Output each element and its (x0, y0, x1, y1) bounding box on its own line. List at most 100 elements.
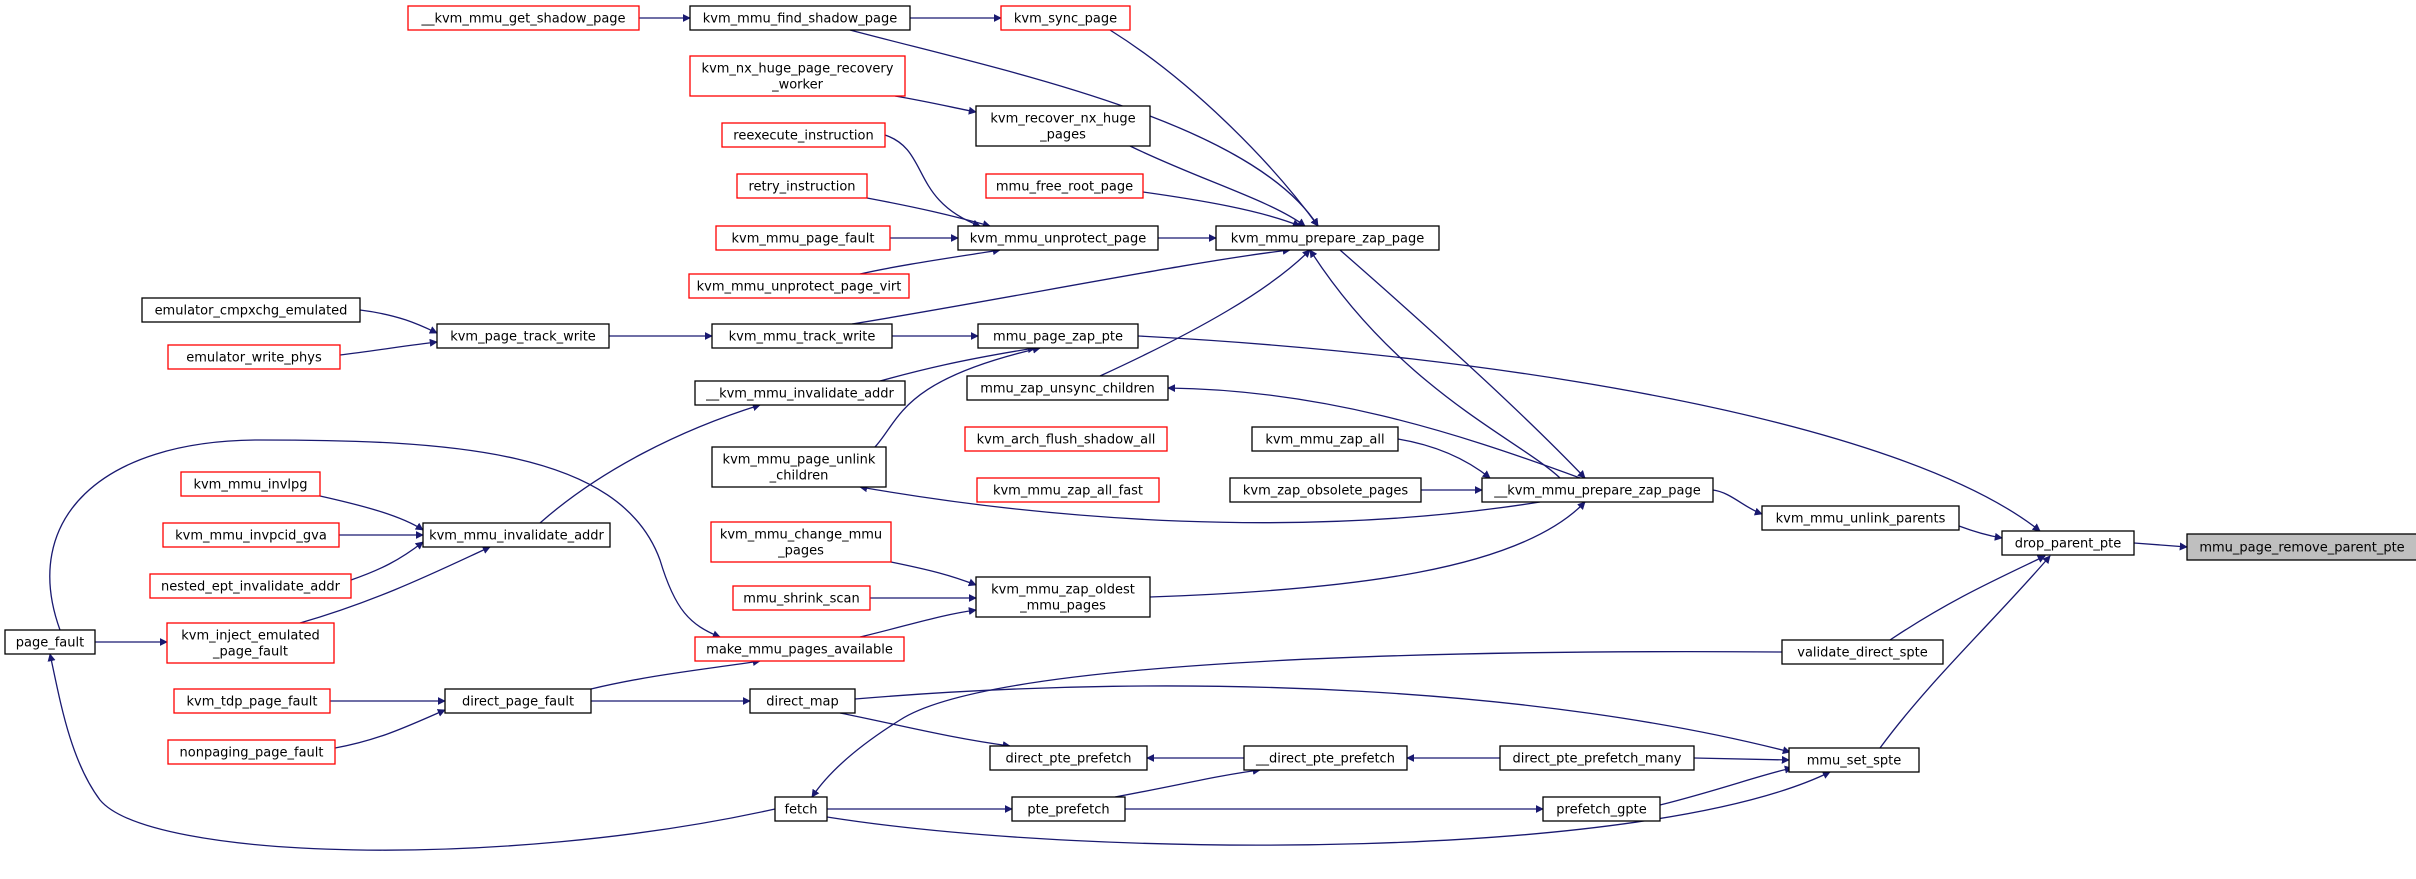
node-kvm-mmu-invpcid-gva[interactable]: kvm_mmu_invpcid_gva (162, 522, 340, 548)
edge-fetch-to-page_fault (47, 653, 776, 851)
node-label: make_mmu_pages_available (706, 643, 893, 658)
edge-__kvm_mmu_prepare_zap_page-to-kvm_mmu_page_unlink_children (859, 484, 1541, 524)
node-kvm-mmu-find-shadow-page[interactable]: kvm_mmu_find_shadow_page (689, 5, 911, 31)
node-kvm-mmu-page-fault[interactable]: kvm_mmu_page_fault (715, 225, 891, 251)
node-pte-prefetch[interactable]: pte_prefetch (1011, 796, 1126, 822)
node-kvm-mmu-zap-all-fast[interactable]: kvm_mmu_zap_all_fast (976, 477, 1160, 503)
node-label: mmu_page_zap_pte (993, 330, 1123, 345)
edge-kvm_mmu_zap_all-to-__kvm_mmu_prepare_zap_page (1397, 438, 1491, 479)
node-mmu-free-root-page[interactable]: mmu_free_root_page (985, 173, 1144, 199)
node---kvm-mmu-invalidate-addr[interactable]: __kvm_mmu_invalidate_addr (694, 380, 906, 406)
node-label: kvm_mmu_unprotect_page (970, 232, 1147, 247)
node---kvm-mmu-prepare-zap-page[interactable]: __kvm_mmu_prepare_zap_page (1481, 477, 1714, 503)
node-kvm-mmu-page-unlink-children[interactable]: kvm_mmu_page_unlink_children (711, 446, 887, 488)
node-kvm-mmu-zap-all[interactable]: kvm_mmu_zap_all (1251, 426, 1399, 452)
edge-nested_ept_invalidate_addr-to-kvm_mmu_invalidate_addr (350, 541, 424, 581)
node-reexecute-instruction[interactable]: reexecute_instruction (721, 122, 886, 148)
node-direct-pte-prefetch[interactable]: direct_pte_prefetch (989, 745, 1148, 771)
edge-kvm_mmu_invalidate_addr-to-__kvm_mmu_invalidate_addr (539, 403, 761, 524)
edge-kvm_mmu_zap_oldest_mmu_pages-to-__kvm_mmu_prepare_zap_page (1149, 501, 1586, 598)
node-label: retry_instruction (748, 180, 855, 195)
node---kvm-mmu-get-shadow-page[interactable]: __kvm_mmu_get_shadow_page (407, 5, 640, 31)
node-fetch[interactable]: fetch (774, 796, 828, 822)
node-box (966, 375, 1169, 401)
node-page-fault[interactable]: page_fault (4, 629, 96, 655)
node-validate-direct-spte[interactable]: validate_direct_spte (1781, 639, 1944, 665)
node-kvm-inject-emulated-page-fault[interactable]: kvm_inject_emulated_page_fault (166, 622, 335, 664)
edge-mmu_page_zap_pte-to-drop_parent_pte (1137, 335, 2041, 532)
node-box (715, 225, 891, 251)
node-box (977, 323, 1139, 349)
node-kvm-mmu-unprotect-page-virt[interactable]: kvm_mmu_unprotect_page_virt (688, 273, 910, 299)
node-label: reexecute_instruction (733, 129, 873, 144)
edge-kvm_mmu_page_unlink_children-to-mmu_page_zap_pte (874, 345, 1041, 448)
edge-fetch-to-mmu_set_spte (826, 771, 1831, 846)
edge-kvm_inject_emulated_page_fault-to-kvm_mmu_invalidate_addr (299, 546, 491, 624)
node-label: kvm_recover_nx_huge (990, 112, 1135, 127)
node-box (1781, 639, 1944, 665)
node-mmu-zap-unsync-children[interactable]: mmu_zap_unsync_children (966, 375, 1169, 401)
node-label: __direct_pte_prefetch (1255, 752, 1395, 767)
node-mmu-shrink-scan[interactable]: mmu_shrink_scan (732, 585, 871, 611)
node-box (985, 173, 1144, 199)
node-kvm-mmu-invlpg[interactable]: kvm_mmu_invlpg (180, 471, 321, 497)
node-kvm-sync-page[interactable]: kvm_sync_page (1000, 5, 1131, 31)
node-kvm-mmu-unprotect-page[interactable]: kvm_mmu_unprotect_page (957, 225, 1159, 251)
node-label: direct_pte_prefetch (1006, 752, 1132, 767)
edge-direct_map-to-direct_pte_prefetch (839, 712, 1011, 750)
node-kvm-mmu-change-mmu-pages[interactable]: kvm_mmu_change_mmu_pages (710, 521, 892, 563)
node-box (689, 5, 911, 31)
edge-kvm_mmu_track_write-to-kvm_mmu_prepare_zap_page (851, 246, 1291, 325)
node-label: page_fault (16, 636, 84, 651)
node-kvm-mmu-prepare-zap-page[interactable]: kvm_mmu_prepare_zap_page (1215, 225, 1440, 251)
node-box (444, 688, 592, 714)
node-label: kvm_mmu_change_mmu (720, 528, 882, 543)
node-mmu-set-spte[interactable]: mmu_set_spte (1788, 747, 1920, 773)
edge-nonpaging_page_fault-to-direct_page_fault (334, 709, 446, 749)
node-retry-instruction[interactable]: retry_instruction (736, 173, 868, 199)
edge-emulator_write_phys-to-kvm_page_track_write (339, 338, 438, 356)
node-emulator-cmpxchg-emulated[interactable]: emulator_cmpxchg_emulated (141, 297, 361, 323)
node-kvm-zap-obsolete-pages[interactable]: kvm_zap_obsolete_pages (1229, 477, 1422, 503)
node-label: direct_page_fault (462, 695, 574, 710)
node-nonpaging-page-fault[interactable]: nonpaging_page_fault (167, 739, 336, 765)
node-box (166, 622, 335, 664)
node-prefetch-gpte[interactable]: prefetch_gpte (1542, 796, 1661, 822)
node-kvm-mmu-invalidate-addr[interactable]: kvm_mmu_invalidate_addr (422, 522, 611, 548)
node-mmu-page-zap-pte[interactable]: mmu_page_zap_pte (977, 323, 1139, 349)
node-kvm-tdp-page-fault[interactable]: kvm_tdp_page_fault (173, 688, 331, 714)
node-make-mmu-pages-available[interactable]: make_mmu_pages_available (694, 636, 905, 662)
node-box (407, 5, 640, 31)
node-label: mmu_free_root_page (996, 180, 1133, 195)
node-box (1251, 426, 1399, 452)
node-direct-pte-prefetch-many[interactable]: direct_pte_prefetch_many (1499, 745, 1695, 771)
node-kvm-nx-huge-page-recovery-worker[interactable]: kvm_nx_huge_page_recovery_worker (689, 55, 906, 97)
node-label: kvm_mmu_page_fault (732, 232, 875, 247)
node-direct-page-fault[interactable]: direct_page_fault (444, 688, 592, 714)
node-kvm-mmu-track-write[interactable]: kvm_mmu_track_write (711, 323, 893, 349)
node-direct-map[interactable]: direct_map (749, 688, 856, 714)
node-label: kvm_mmu_unlink_parents (1776, 512, 1946, 527)
node-mmu-page-remove-parent-pte[interactable]: mmu_page_remove_parent_pte (2186, 533, 2416, 561)
node-box (141, 297, 361, 323)
edge-direct_map-to-mmu_set_spte (854, 685, 1791, 755)
node-kvm-mmu-unlink-parents[interactable]: kvm_mmu_unlink_parents (1761, 505, 1960, 531)
node-kvm-recover-nx-huge-pages[interactable]: kvm_recover_nx_huge_pages (975, 105, 1151, 147)
node-drop-parent-pte[interactable]: drop_parent_pte (2001, 530, 2135, 556)
node-nested-ept-invalidate-addr[interactable]: nested_ept_invalidate_addr (149, 573, 352, 599)
node-box (732, 585, 871, 611)
edge-page_fault-to-make_mmu_pages_available (49, 439, 721, 639)
edge-__kvm_mmu_invalidate_addr-to-mmu_page_zap_pte (879, 345, 1036, 382)
node-kvm-mmu-zap-oldest-mmu-pages[interactable]: kvm_mmu_zap_oldest_mmu_pages (975, 576, 1151, 618)
node-label: kvm_nx_huge_page_recovery (702, 62, 894, 77)
node-label: __kvm_mmu_get_shadow_page (420, 12, 625, 27)
node-emulator-write-phys[interactable]: emulator_write_phys (167, 344, 341, 370)
node-kvm-arch-flush-shadow-all[interactable]: kvm_arch_flush_shadow_all (964, 426, 1168, 452)
edge-kvm_mmu_unlink_parents-to-drop_parent_pte (1958, 525, 2003, 541)
node-label: kvm_mmu_zap_all (1265, 433, 1384, 448)
node---direct-pte-prefetch[interactable]: __direct_pte_prefetch (1243, 745, 1408, 771)
node-kvm-page-track-write[interactable]: kvm_page_track_write (436, 323, 610, 349)
node-box (1000, 5, 1131, 31)
node-label: kvm_mmu_track_write (729, 330, 876, 345)
edge-reexecute_instruction-to-kvm_mmu_unprotect_page (884, 134, 981, 228)
